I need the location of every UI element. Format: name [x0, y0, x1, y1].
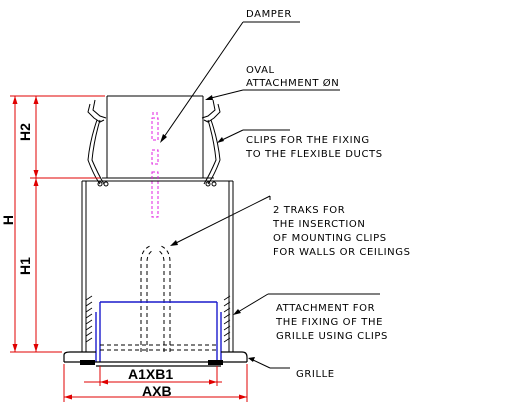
oval-attachment-label-line1: OVAL [246, 65, 275, 76]
damper-marker [151, 112, 159, 218]
dimension-h: H [0, 214, 16, 226]
mounting-tracks [140, 245, 171, 352]
traks-label-line2: THE INSERCTION [273, 219, 366, 230]
grille-label: GRILLE [296, 369, 335, 380]
traks-label-line1: 2 TRAKS FOR [273, 205, 346, 216]
wall-hatch [85, 295, 231, 343]
oval-attachment-label-line2: ATTACHMENT ØN [246, 78, 340, 89]
traks-label-line3: OF MOUNTING CLIPS [273, 233, 387, 244]
left-clip [87, 99, 109, 187]
attachment-label-line3: GRILLE USING CLIPS [276, 331, 388, 342]
grille-clip-marks [80, 360, 223, 365]
leader-lines [160, 21, 380, 369]
dimension-h2: H2 [17, 123, 33, 141]
dimension-a1xb1: A1XB1 [128, 366, 174, 382]
damper-label: DAMPER [246, 9, 292, 20]
dimension-axb: AXB [142, 383, 172, 399]
clips-label-line1: CLIPS FOR THE FIXING [246, 135, 370, 146]
attachment-label-line2: THE FIXING OF THE [276, 317, 383, 328]
internal-dashed [100, 344, 217, 351]
dimension-h1: H1 [17, 257, 33, 275]
right-clip [201, 99, 221, 187]
attachment-label-line1: ATTACHMENT FOR [276, 303, 376, 314]
plenum-box [81, 180, 234, 352]
clips-label-line2: TO THE FLEXIBLE DUCTS [246, 149, 383, 160]
traks-label-line4: FOR WALLS OR CEILINGS [273, 247, 411, 258]
dimension-lines [10, 95, 248, 402]
grille-attachment-frame [95, 301, 222, 362]
